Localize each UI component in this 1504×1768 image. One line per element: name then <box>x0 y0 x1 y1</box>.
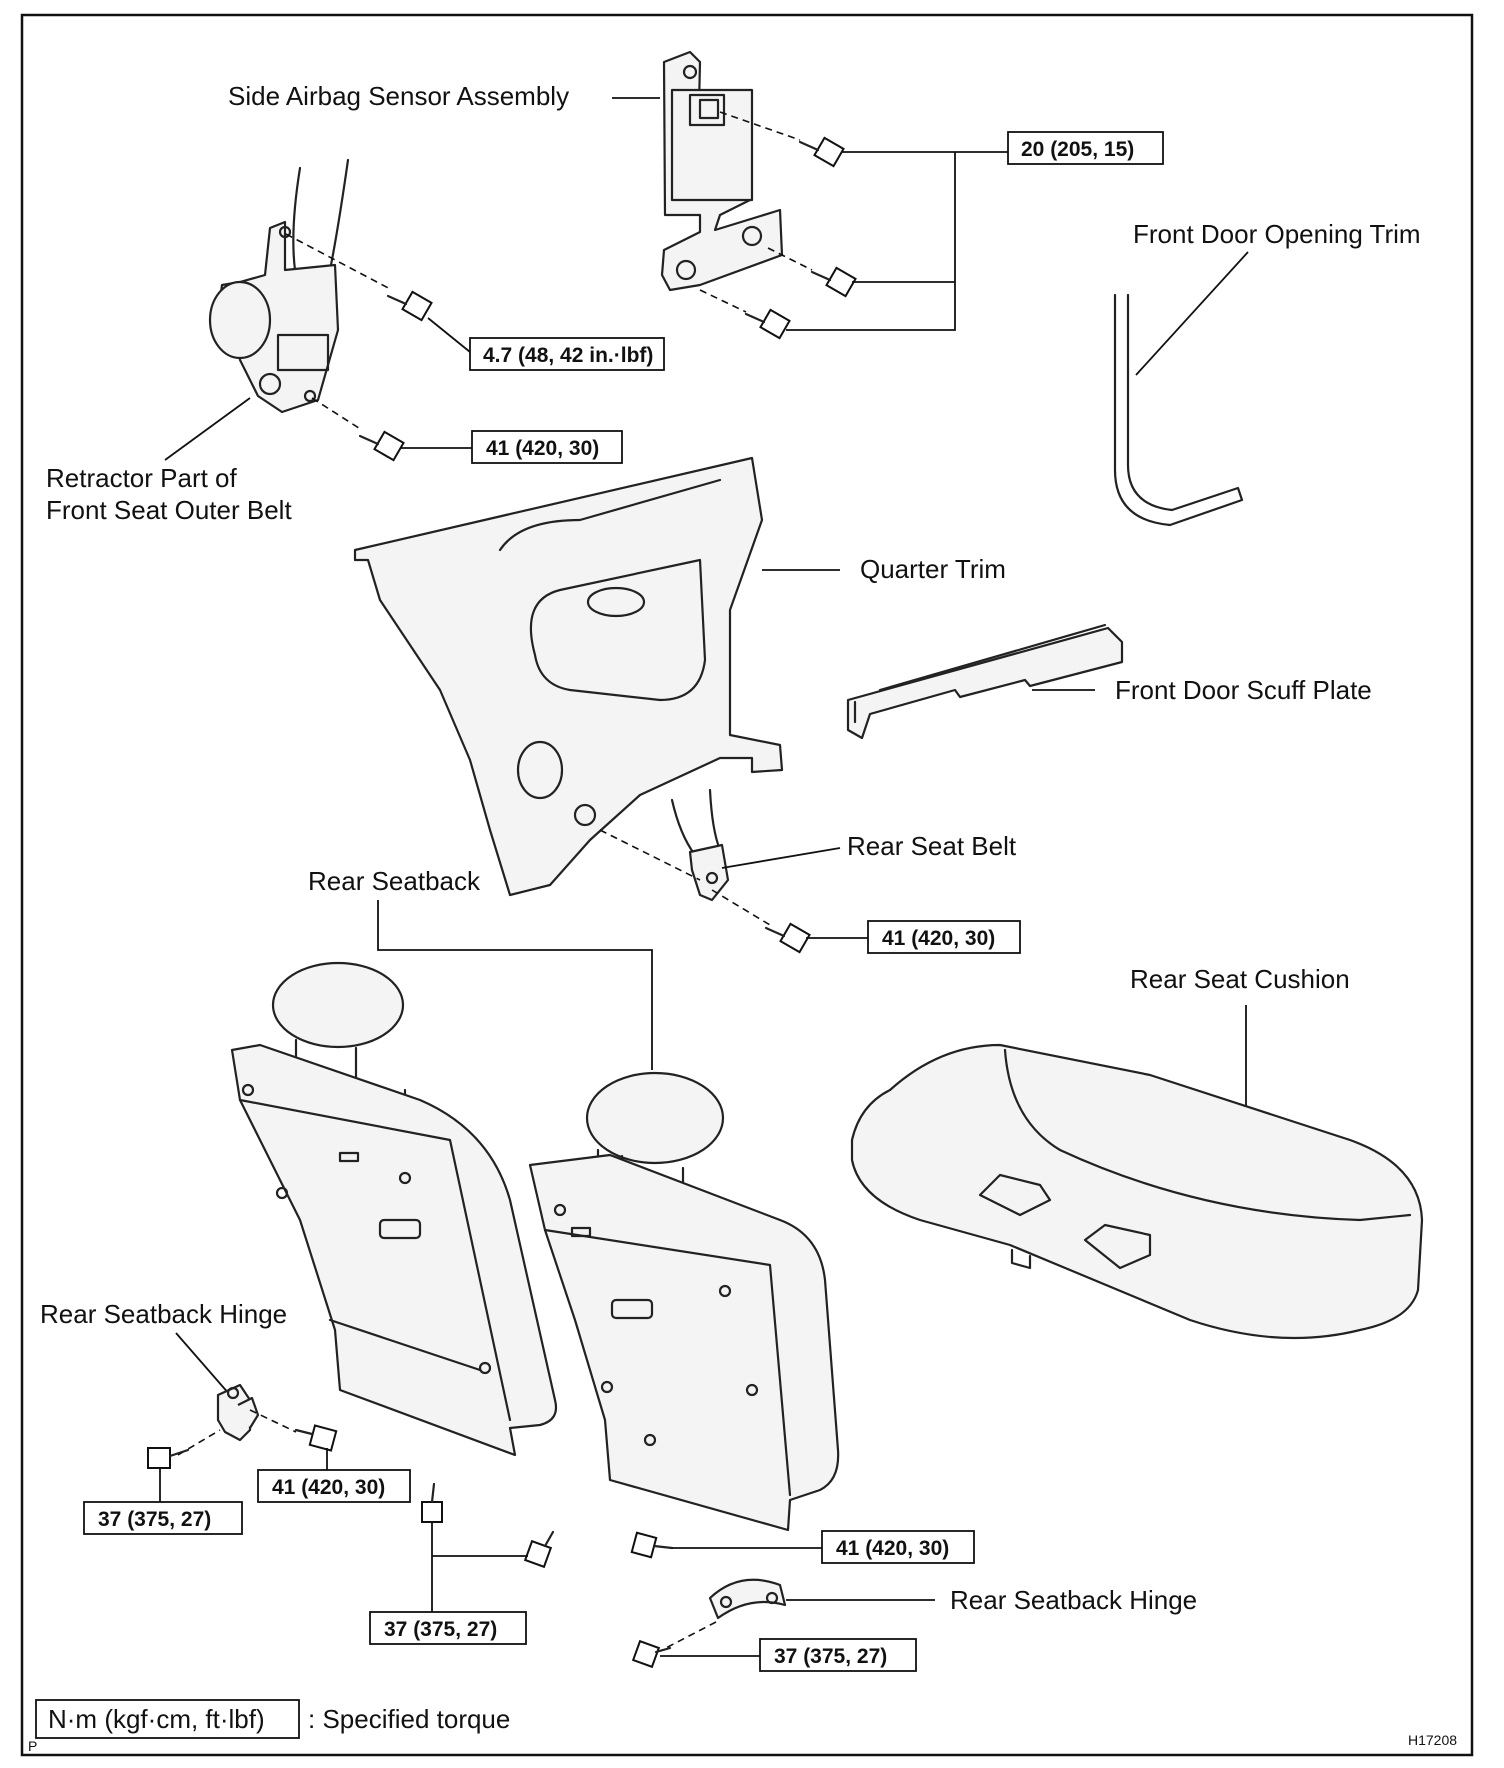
diagram-frame <box>20 13 1474 1757</box>
torque-rear-seat-belt: 41 (420, 30) <box>882 927 995 950</box>
torque-center-bolts: 37 (375, 27) <box>384 1618 497 1641</box>
torque-box-airbag <box>1007 131 1164 165</box>
front-door-opening-trim-part <box>1113 293 1244 527</box>
torque-box-hinge-left-b <box>83 1501 243 1535</box>
label-rear-seatback-hinge-right: Rear Seatback Hinge <box>950 1585 1197 1615</box>
leader-hinge-left <box>175 1332 231 1396</box>
leader-front-door-opening-trim <box>1135 251 1249 376</box>
torque-box-hinge-right-a <box>821 1530 975 1564</box>
bolt-icon <box>386 290 433 322</box>
bolt-icon <box>764 922 811 954</box>
label-side-airbag-sensor: Side Airbag Sensor Assembly <box>228 81 569 111</box>
leader-airbag-torque <box>786 151 1008 331</box>
torque-hinge-right-a: 41 (420, 30) <box>836 1537 949 1560</box>
rear-seatback-hinge-right-part <box>708 1578 787 1620</box>
legend-box <box>35 1699 300 1739</box>
bolt-icon <box>358 430 405 462</box>
bolt-icon <box>630 1531 674 1559</box>
bolt-icon <box>421 1482 443 1523</box>
leader-rear-seatback <box>377 900 653 1070</box>
legend-description: : Specified torque <box>308 1704 510 1734</box>
leader-retractor <box>164 397 251 461</box>
legend-unit: N·m (kgf·cm, ft·lbf) <box>48 1704 265 1734</box>
bolt-icon <box>147 1447 190 1469</box>
bolt-icon <box>810 266 857 298</box>
bolt-icon <box>294 1424 338 1452</box>
torque-hinge-left-a: 41 (420, 30) <box>272 1476 385 1499</box>
label-retractor-line1: Retractor Part of <box>46 463 238 493</box>
torque-box-hinge-right-b <box>759 1638 917 1672</box>
corner-mark: P <box>28 1738 37 1754</box>
rear-seatback-right-part <box>528 1071 840 1532</box>
torque-box-hinge-left-a <box>257 1469 411 1503</box>
torque-hinge-right-b: 37 (375, 27) <box>774 1645 887 1668</box>
torque-retractor-upper: 4.7 (48, 42 in.·lbf) <box>483 344 653 367</box>
rear-seatback-left-part <box>230 961 558 1457</box>
torque-airbag-sensor: 20 (205, 15) <box>1021 138 1134 161</box>
label-front-door-scuff-plate: Front Door Scuff Plate <box>1115 675 1372 705</box>
torque-box-retractor-lower <box>471 430 623 464</box>
torque-hinge-left-b: 37 (375, 27) <box>98 1508 211 1531</box>
bolt-icon <box>523 1530 555 1569</box>
rear-seat-cushion-part <box>850 1043 1424 1340</box>
label-rear-seat-belt: Rear Seat Belt <box>847 831 1017 861</box>
side-airbag-sensor-part <box>660 50 784 292</box>
front-door-scuff-plate-part <box>846 623 1124 740</box>
bolt-icon <box>744 308 791 340</box>
label-rear-seatback: Rear Seatback <box>308 866 481 896</box>
label-rear-seatback-hinge-left: Rear Seatback Hinge <box>40 1299 287 1329</box>
quarter-trim-part <box>353 456 784 897</box>
leader-rear-seat-belt <box>721 847 841 869</box>
label-front-door-opening-trim: Front Door Opening Trim <box>1133 219 1421 249</box>
label-rear-seat-cushion: Rear Seat Cushion <box>1130 964 1350 994</box>
torque-box-retractor-upper <box>469 337 665 371</box>
rear-seat-belt-part <box>670 788 730 902</box>
retractor-part <box>208 158 350 414</box>
torque-retractor-lower: 41 (420, 30) <box>486 437 599 460</box>
figure-id: H17208 <box>1408 1732 1457 1748</box>
label-quarter-trim: Quarter Trim <box>860 554 1006 584</box>
label-retractor-line2: Front Seat Outer Belt <box>46 495 292 525</box>
rear-seatback-hinge-left-part <box>216 1383 260 1442</box>
bolt-icon <box>631 1639 672 1669</box>
bolt-icon <box>798 136 845 168</box>
torque-box-center <box>369 1611 527 1645</box>
torque-box-rear-seat-belt <box>867 920 1021 954</box>
